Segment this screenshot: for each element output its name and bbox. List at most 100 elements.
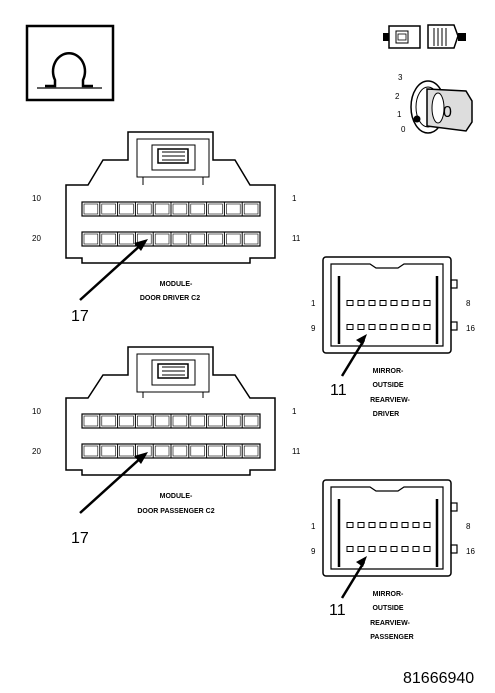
mirror-pin	[346, 300, 354, 306]
mirror-pin	[412, 300, 420, 306]
pin-cavity	[154, 233, 170, 245]
key-position-0: 0	[401, 125, 406, 134]
pin-cavity	[119, 415, 134, 427]
pin-label-20: 20	[32, 234, 41, 243]
mirror-pin	[357, 300, 365, 306]
mirror-pin	[423, 324, 431, 330]
pin-cavity	[119, 445, 134, 457]
mirror-title-line2: OUTSIDE	[372, 382, 403, 389]
mirror-pin-label-9: 9	[311, 547, 316, 556]
mirror-pin-row-top	[346, 522, 431, 528]
mirror-pin	[379, 546, 387, 552]
mirror-pin	[346, 324, 354, 330]
pin-cavity	[243, 445, 259, 457]
pin-row-top	[81, 201, 261, 217]
pin-cavity	[190, 415, 205, 427]
pin-cavity	[172, 415, 188, 427]
mirror-pin	[412, 324, 420, 330]
pin-cavity	[243, 233, 259, 245]
pin-label-1: 1	[292, 407, 297, 416]
connector-disconnect-icon	[383, 24, 466, 49]
mirror-pin-row-bottom	[346, 324, 431, 330]
pin-row-bottom	[81, 231, 261, 247]
mirror-pin-label-16: 16	[466, 324, 475, 333]
pin-cavity	[83, 203, 99, 215]
key-cylinder-label: 0	[443, 104, 452, 121]
key-position-1: 1	[397, 110, 402, 119]
pin-cavity	[154, 203, 170, 215]
mirror-connector-passenger: 1 8 9 16 11 MIRROR- OUTSIDE REARVIEW- PA…	[311, 479, 475, 641]
pin-cavity	[154, 415, 170, 427]
mirror-pin	[390, 546, 398, 552]
connector-driver-c2: 10 1 20 11 17 MODULE- DOOR DRIVER C2	[32, 131, 301, 325]
mirror-pin	[390, 324, 398, 330]
key-position-3: 3	[398, 73, 403, 82]
mirror-pin-label-16: 16	[466, 547, 475, 556]
mirror-title-line1: MIRROR-	[373, 591, 404, 598]
pin-label-11: 11	[292, 234, 301, 243]
mirror-pin-row-top	[346, 300, 431, 306]
pin-cavity	[226, 203, 241, 215]
pin-cavity	[154, 445, 170, 457]
pin-label-1: 1	[292, 194, 297, 203]
mirror-pin	[401, 522, 409, 528]
mirror-title-line4: DRIVER	[373, 411, 399, 418]
connector-title-line2: DOOR PASSENGER C2	[137, 508, 214, 515]
mirror-pin	[357, 522, 365, 528]
mirror-pin	[401, 300, 409, 306]
callout-number: 17	[71, 530, 89, 547]
mirror-pin	[401, 324, 409, 330]
mirror-pin	[423, 300, 431, 306]
pin-cavity	[208, 445, 223, 457]
mirror-pin	[368, 546, 376, 552]
pin-cavity	[190, 445, 205, 457]
mirror-title-line3: REARVIEW-	[370, 620, 410, 627]
mirror-connector-driver: 1 8 9 16 11 MIRROR- OUTSIDE REARVIEW- DR…	[311, 256, 475, 418]
pin-cavity	[119, 233, 134, 245]
mirror-pin-label-8: 8	[466, 522, 471, 531]
pin-cavity	[208, 233, 223, 245]
mirror-pin	[368, 300, 376, 306]
pin-cavity	[243, 203, 259, 215]
pin-cavity	[83, 233, 99, 245]
pin-label-10: 10	[32, 407, 41, 416]
pin-cavity	[172, 203, 188, 215]
connector-title-line2: DOOR DRIVER C2	[140, 295, 200, 302]
mirror-pin-label-8: 8	[466, 299, 471, 308]
mirror-pin-label-9: 9	[311, 324, 316, 333]
pin-cavity	[208, 203, 223, 215]
pin-cavity	[208, 415, 223, 427]
pin-label-20: 20	[32, 447, 41, 456]
pin-row-top	[81, 413, 261, 429]
connector-passenger-c2: 10 1 20 11 17 MODULE- DOOR PASSENGER C2	[32, 346, 301, 547]
mirror-pin-row-bottom	[346, 546, 431, 552]
mirror-title-line1: MIRROR-	[373, 368, 404, 375]
mirror-pin	[346, 546, 354, 552]
mirror-pin	[357, 324, 365, 330]
connector-title-line1: MODULE-	[160, 493, 193, 500]
ignition-key-icon: 3 2 1 0 0	[395, 73, 473, 134]
mirror-title-line2: OUTSIDE	[372, 605, 403, 612]
mirror-pin	[401, 546, 409, 552]
pin-cavity	[83, 445, 99, 457]
pin-cavity	[226, 445, 241, 457]
mirror-pin	[368, 522, 376, 528]
pin-cavity	[101, 203, 116, 215]
callout-number: 11	[329, 602, 346, 619]
callout-number: 11	[330, 382, 347, 399]
pin-cavity	[101, 233, 116, 245]
pin-cavity	[172, 233, 188, 245]
mirror-pin-label-1: 1	[311, 522, 316, 531]
ohmmeter-symbol	[25, 24, 115, 102]
pin-label-11: 11	[292, 447, 301, 456]
pin-cavity	[226, 415, 241, 427]
pin-cavity	[119, 203, 134, 215]
mirror-title-line4: PASSENGER	[370, 634, 413, 641]
pin-cavity	[101, 445, 116, 457]
pin-cavity	[137, 415, 152, 427]
mirror-pin	[390, 300, 398, 306]
mirror-pin	[423, 546, 431, 552]
callout-number: 17	[71, 308, 89, 325]
mirror-pin	[390, 522, 398, 528]
